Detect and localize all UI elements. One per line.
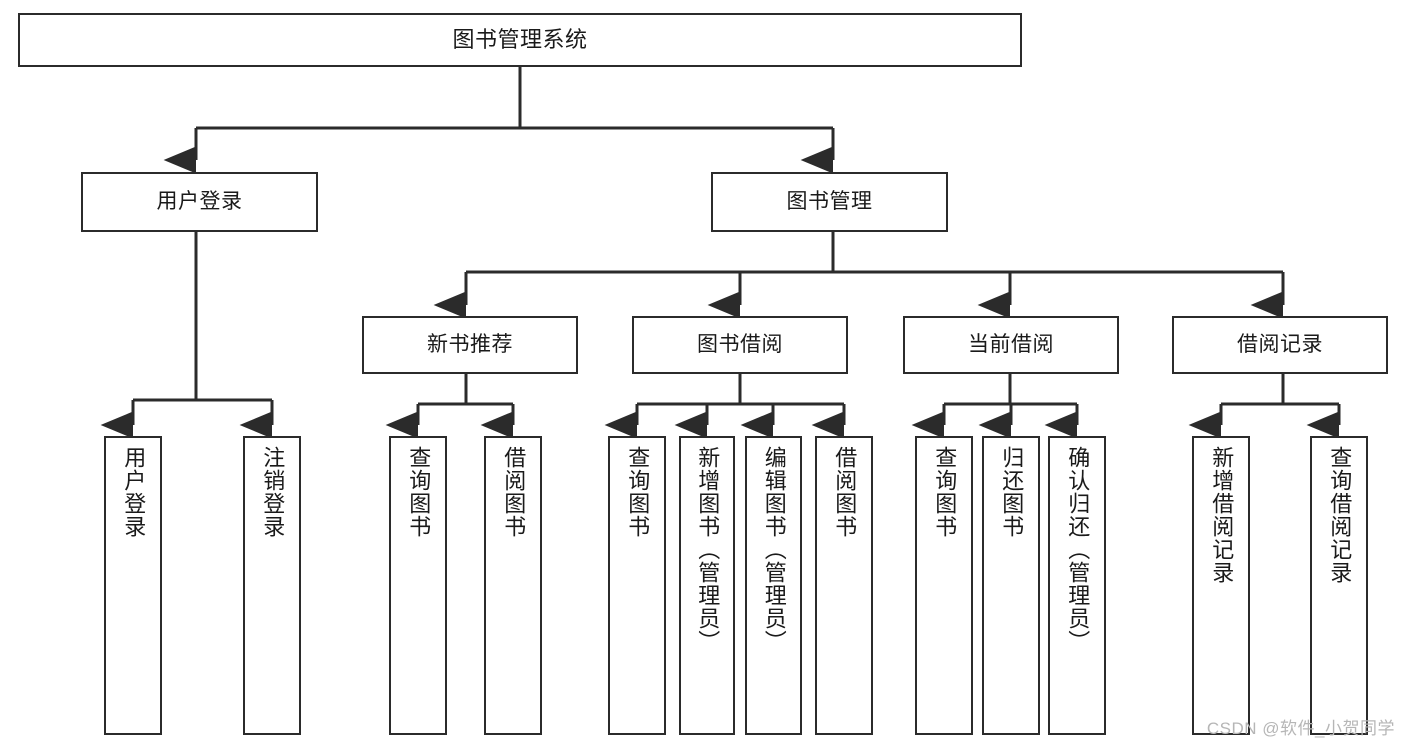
node-borrow-record[interactable]: 借阅记录 [1172, 316, 1388, 374]
node-leaf-borrow-book-1[interactable]: 借阅图书 [484, 436, 542, 735]
node-new-book-recommend-label: 新书推荐 [427, 332, 513, 356]
node-book-manage[interactable]: 图书管理 [711, 172, 948, 232]
node-leaf-edit-book-admin-label: 编辑图书（管理员） [761, 446, 787, 653]
node-leaf-borrow-book-2[interactable]: 借阅图书 [815, 436, 873, 735]
node-leaf-query-book-3-label: 查询图书 [932, 446, 958, 538]
node-leaf-user-login-label: 用户登录 [121, 446, 147, 538]
node-leaf-query-book-1[interactable]: 查询图书 [389, 436, 447, 735]
node-leaf-borrow-book-1-label: 借阅图书 [501, 446, 527, 538]
node-leaf-query-book-3[interactable]: 查询图书 [915, 436, 973, 735]
node-root[interactable]: 图书管理系统 [18, 13, 1022, 67]
node-leaf-logout-login-label: 注销登录 [260, 446, 286, 538]
node-leaf-query-borrow-record[interactable]: 查询借阅记录 [1310, 436, 1368, 735]
node-leaf-borrow-book-2-label: 借阅图书 [832, 446, 858, 538]
node-leaf-return-book-label: 归还图书 [999, 446, 1025, 538]
node-leaf-query-borrow-record-label: 查询借阅记录 [1327, 446, 1353, 584]
node-leaf-user-login[interactable]: 用户登录 [104, 436, 162, 735]
node-leaf-confirm-return-admin-label: 确认归还（管理员） [1065, 446, 1091, 653]
node-leaf-add-borrow-record[interactable]: 新增借阅记录 [1192, 436, 1250, 735]
node-leaf-edit-book-admin[interactable]: 编辑图书（管理员） [745, 436, 802, 735]
node-book-borrow[interactable]: 图书借阅 [632, 316, 848, 374]
node-leaf-add-book-admin-label: 新增图书（管理员） [695, 446, 721, 653]
node-leaf-query-book-2-label: 查询图书 [625, 446, 651, 538]
node-new-book-recommend[interactable]: 新书推荐 [362, 316, 578, 374]
node-borrow-record-label: 借阅记录 [1237, 332, 1323, 356]
node-book-manage-label: 图书管理 [786, 189, 873, 213]
node-user-login[interactable]: 用户登录 [81, 172, 318, 232]
node-leaf-add-book-admin[interactable]: 新增图书（管理员） [679, 436, 735, 735]
node-leaf-confirm-return-admin[interactable]: 确认归还（管理员） [1048, 436, 1106, 735]
node-leaf-logout-login[interactable]: 注销登录 [243, 436, 301, 735]
node-leaf-query-book-2[interactable]: 查询图书 [608, 436, 666, 735]
node-leaf-query-book-1-label: 查询图书 [406, 446, 432, 538]
node-leaf-return-book[interactable]: 归还图书 [982, 436, 1040, 735]
node-book-borrow-label: 图书借阅 [697, 332, 783, 356]
node-current-borrow[interactable]: 当前借阅 [903, 316, 1119, 374]
node-leaf-add-borrow-record-label: 新增借阅记录 [1209, 446, 1235, 584]
node-user-login-label: 用户登录 [156, 189, 243, 213]
node-root-label: 图书管理系统 [452, 27, 588, 53]
node-current-borrow-label: 当前借阅 [968, 332, 1054, 356]
